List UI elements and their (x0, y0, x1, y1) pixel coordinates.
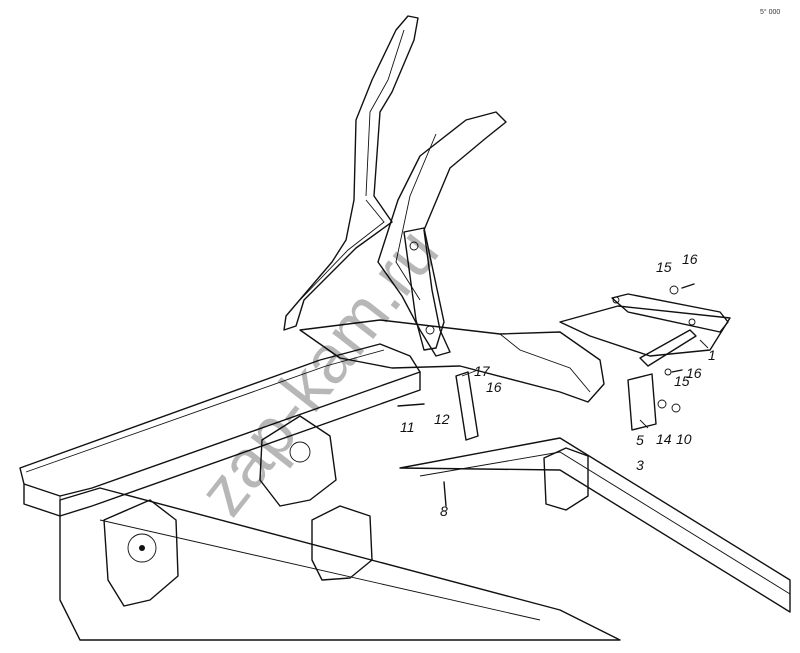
mounting-plate (627, 373, 657, 431)
callout-16-top: 16 (682, 251, 698, 267)
second-arm (377, 111, 507, 357)
cross-member (299, 319, 605, 403)
corner-mark: 5° 000 (760, 8, 780, 16)
leader-lines (461, 339, 709, 429)
callout-14: 14 (656, 431, 672, 447)
bolt-8 (443, 481, 447, 507)
callout-5: 5 (636, 432, 644, 448)
callout-12: 12 (434, 411, 450, 427)
callout-16-mid: 16 (686, 365, 702, 381)
callout-3: 3 (636, 457, 644, 473)
lower-center-bracket (311, 505, 373, 581)
link-bracket-assembly (611, 293, 729, 367)
upper-arm (283, 15, 419, 331)
nut-washer-15-16-mid (664, 368, 683, 376)
callout-11: 11 (400, 419, 415, 435)
chassis-rail-right (399, 437, 791, 613)
callout-10: 10 (676, 431, 692, 447)
nut-washer-15-16-top (669, 283, 695, 295)
link-arm (455, 371, 479, 441)
watermark: zap-kam.ru (184, 214, 453, 529)
callout-15-top: 15 (656, 259, 672, 275)
chassis-rail-left (59, 487, 621, 641)
left-mount-bracket (103, 499, 179, 607)
callout-8: 8 (440, 503, 448, 519)
nut-washer-14-10 (657, 399, 681, 413)
callout-1: 1 (708, 347, 716, 363)
center-mount-bracket (259, 415, 337, 507)
bolt-11 (397, 403, 425, 407)
callout-16-left: 16 (486, 379, 502, 395)
right-mount-block (543, 447, 589, 511)
callout-17: 17 (474, 363, 491, 379)
support-plate (559, 305, 731, 357)
callout-15-mid: 15 (674, 373, 690, 389)
